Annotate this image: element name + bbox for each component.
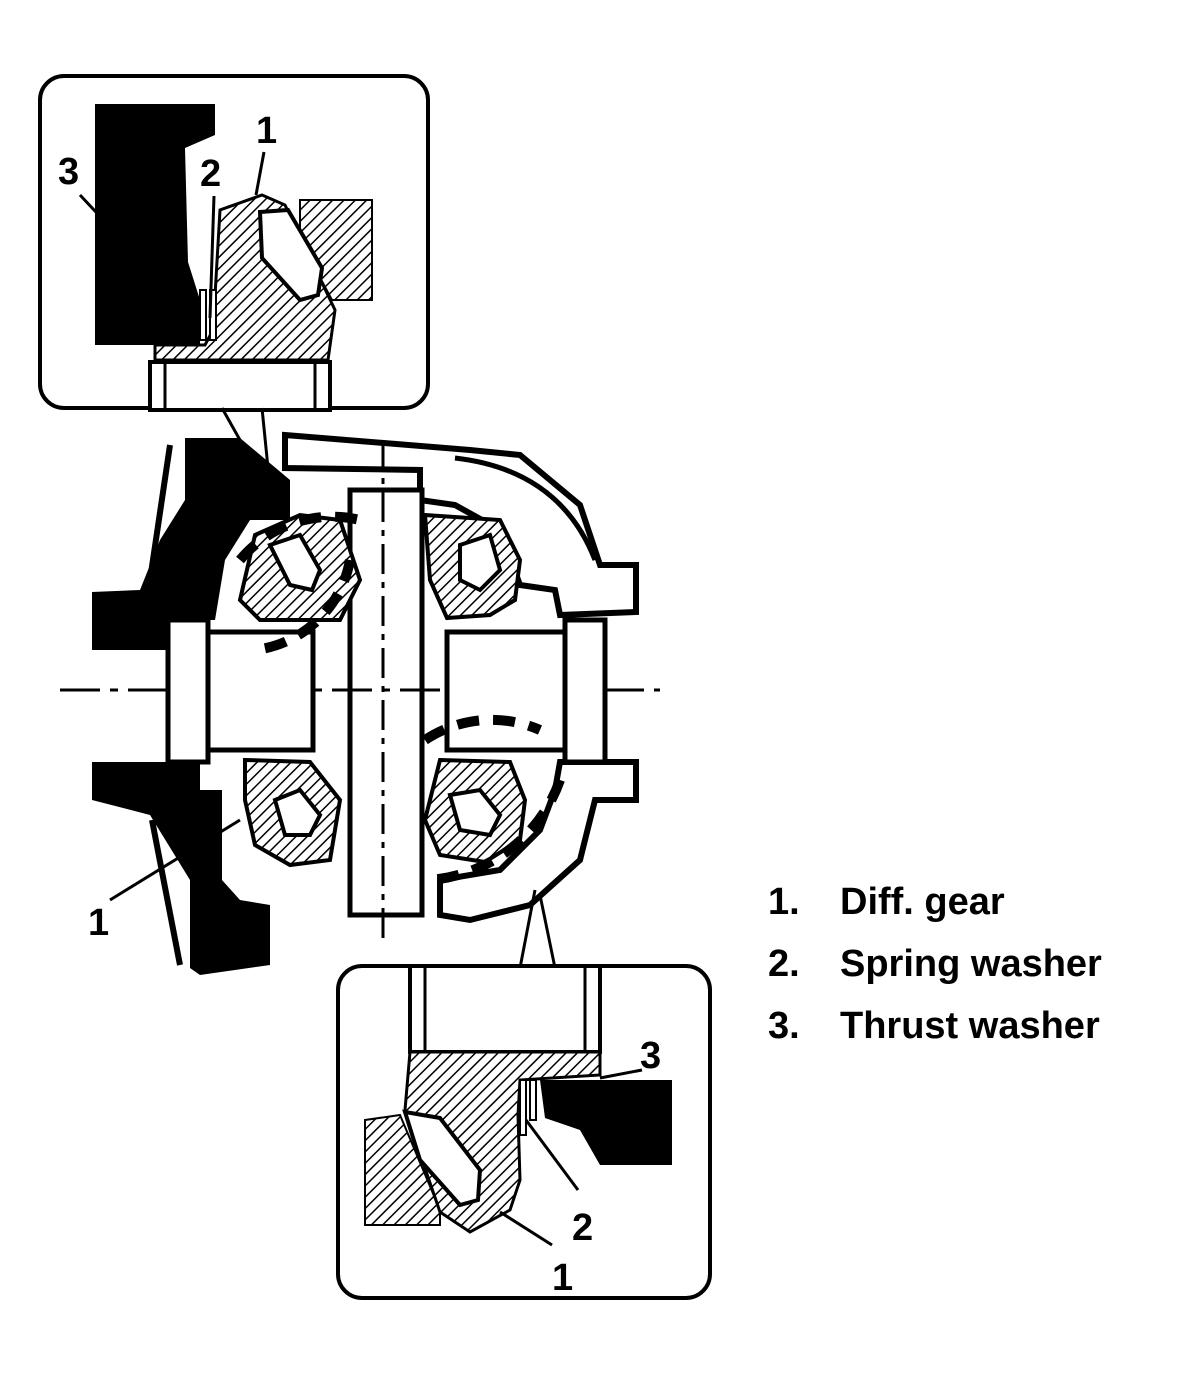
bottom-inset-housing (540, 1080, 672, 1165)
bottom-inset-bushing (408, 964, 602, 1054)
parts-legend: 1. Diff. gear 2. Spring washer 3. Thrust wa… (768, 876, 1102, 1062)
top-inset-housing (95, 104, 215, 345)
bottom-inset: 3 2 1 (336, 964, 712, 1300)
legend-number: 1. (768, 881, 800, 923)
top-inset-gear-tooth (257, 207, 325, 303)
main-view-callout-1: 1 (88, 902, 109, 944)
legend-item-spring-washer: 2. Spring washer (768, 938, 1102, 1000)
bottom-inset-spring-washer (519, 1079, 527, 1136)
main-cross-section: 1 (60, 431, 660, 975)
top-inset-callout-1: 1 (256, 110, 277, 152)
right-case (282, 431, 639, 619)
bottom-inset-pinion-block (364, 1113, 441, 1226)
legend-text: Spring washer (840, 943, 1102, 985)
left-case-lower (92, 762, 270, 975)
right-axle-bore (562, 617, 608, 765)
top-inset-thrust-washer (199, 289, 207, 341)
bottom-inset-callout-3: 3 (640, 1035, 661, 1077)
top-inset: 3 2 1 (38, 74, 430, 412)
left-case (92, 438, 290, 650)
left-axle-bore (165, 617, 211, 765)
right-axle-inner (444, 629, 568, 753)
pinion-shaft (347, 487, 425, 918)
legend-item-thrust-washer: 3. Thrust washer (768, 1000, 1102, 1062)
legend-number: 3. (768, 1005, 800, 1047)
left-axle-inner (205, 629, 316, 753)
bottom-inset-callout-1: 1 (552, 1257, 573, 1299)
legend-text: Diff. gear (840, 881, 1005, 923)
legend-text: Thrust washer (840, 1005, 1100, 1047)
top-inset-callout-2: 2 (200, 153, 221, 195)
bottom-inset-gear-tooth (402, 1109, 483, 1208)
right-case-lower (437, 759, 639, 924)
bottom-inset-thrust-washer (529, 1079, 537, 1121)
top-inset-callout-3: 3 (58, 151, 79, 193)
top-inset-bushing (148, 360, 332, 412)
legend-number: 2. (768, 943, 800, 985)
legend-item-diff-gear: 1. Diff. gear (768, 876, 1102, 938)
bottom-inset-callout-2: 2 (572, 1207, 593, 1249)
